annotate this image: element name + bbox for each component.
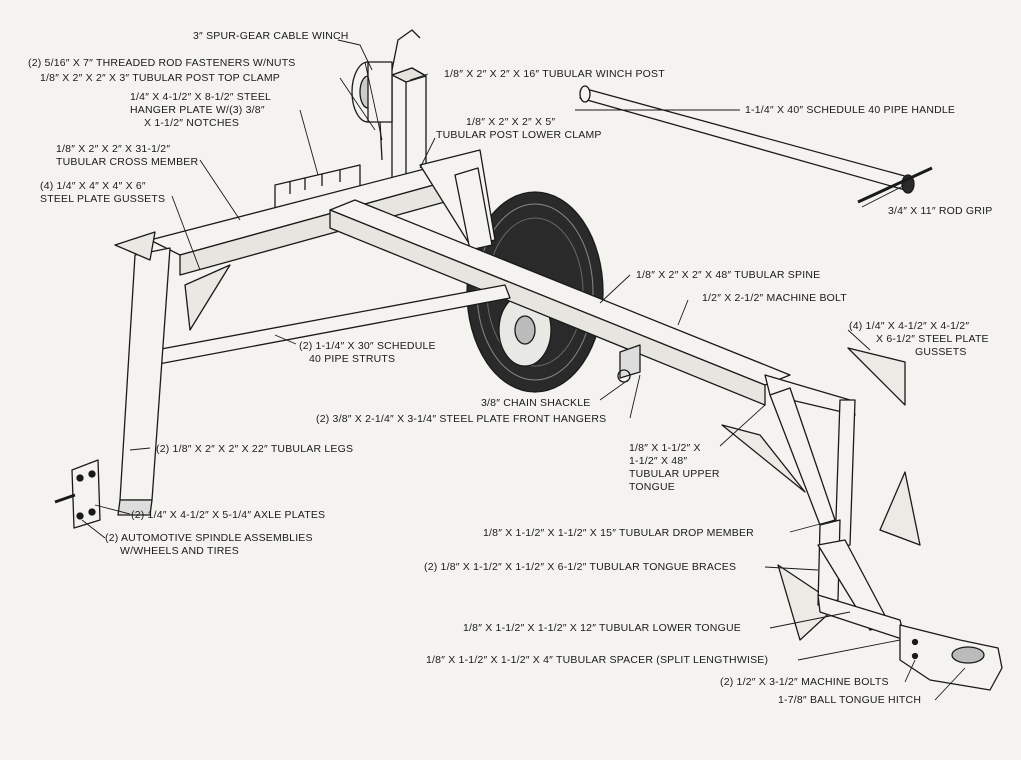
leader-lines — [81, 39, 966, 701]
label-lower-clamp-1: 1/8″ X 2″ X 2″ X 5″ — [466, 116, 556, 128]
rear-gussets — [114, 231, 231, 331]
label-upper-tongue-1: 1/8″ X 1-1/2″ X — [629, 442, 701, 454]
label-hanger-plate-2: HANGER PLATE W/(3) 3/8″ — [130, 104, 265, 116]
ball-tongue-hitch — [899, 624, 1003, 691]
label-cross-member-2: TUBULAR CROSS MEMBER — [56, 156, 199, 168]
label-lower-clamp-2: TUBULAR POST LOWER CLAMP — [436, 129, 602, 141]
label-pipe-handle: 1-1/4″ X 40″ SCHEDULE 40 PIPE HANDLE — [745, 104, 956, 116]
label-gussets-front-1: (4) 1/4″ X 4-1/2″ X 4-1/2″ — [849, 320, 970, 332]
label-upper-tongue-2: 1-1/2″ X 48″ — [629, 455, 688, 467]
label-front-hangers: (2) 3/8″ X 2-1/4″ X 3-1/4″ STEEL PLATE F… — [316, 413, 607, 425]
label-tongue-braces: (2) 1/8″ X 1-1/2″ X 1-1/2″ X 6-1/2″ TUBU… — [424, 561, 737, 573]
label-upper-tongue-4: TONGUE — [629, 481, 675, 493]
label-hanger-plate-1: 1/4″ X 4-1/2″ X 8-1/2″ STEEL — [130, 91, 272, 103]
label-lower-tongue: 1/8″ X 1-1/2″ X 1-1/2″ X 12″ TUBULAR LOW… — [463, 622, 741, 634]
label-rod-grip: 3/4″ X 11″ ROD GRIP — [888, 205, 993, 217]
label-spindle-1: (2) AUTOMOTIVE SPINDLE ASSEMBLIES — [105, 532, 313, 544]
label-machine-bolt: 1/2″ X 2-1/2″ MACHINE BOLT — [702, 292, 847, 304]
label-spine: 1/8″ X 2″ X 2″ X 48″ TUBULAR SPINE — [636, 269, 821, 281]
label-axle-plates: (2) 1/4″ X 4-1/2″ X 5-1/4″ AXLE PLATES — [131, 509, 326, 521]
front-hanger — [619, 344, 641, 379]
label-gussets-front-3: GUSSETS — [915, 346, 967, 358]
label-top-clamp: 1/8″ X 2″ X 2″ X 3″ TUBULAR POST TOP CLA… — [40, 72, 280, 84]
label-spindle-2: W/WHEELS AND TIRES — [120, 545, 239, 557]
label-cross-member-1: 1/8″ X 2″ X 2″ X 31-1/2″ — [56, 143, 171, 155]
label-threaded-rod: (2) 5/16″ X 7″ THREADED ROD FASTENERS W/… — [28, 57, 296, 69]
cable-winch — [351, 29, 421, 161]
label-pipe-struts-2: 40 PIPE STRUTS — [309, 353, 396, 365]
axle-assembly — [54, 459, 101, 529]
label-pipe-struts-1: (2) 1-1/4″ X 30″ SCHEDULE — [299, 340, 436, 352]
label-gussets-front-2: X 6-1/2″ STEEL PLATE — [876, 333, 989, 345]
label-tubular-legs: (2) 1/8″ X 2″ X 2″ X 22″ TUBULAR LEGS — [156, 443, 354, 455]
pipe-handle — [579, 85, 933, 204]
label-upper-tongue-3: TUBULAR UPPER — [629, 468, 720, 480]
label-gussets-rear-1: (4) 1/4″ X 4″ X 4″ X 6″ — [40, 180, 146, 192]
label-ball-hitch: 1-7/8″ BALL TONGUE HITCH — [778, 694, 922, 706]
label-gussets-rear-2: STEEL PLATE GUSSETS — [40, 193, 166, 205]
label-winch-post: 1/8″ X 2″ X 2″ X 16″ TUBULAR WINCH POST — [444, 68, 665, 80]
lower-tongue-assembly — [817, 519, 906, 641]
label-cable-winch: 3″ SPUR-GEAR CABLE WINCH — [193, 30, 349, 42]
label-chain-shackle: 3/8″ CHAIN SHACKLE — [481, 397, 591, 409]
label-hanger-plate-3: X 1-1/2″ NOTCHES — [144, 117, 240, 129]
front-gussets — [721, 347, 921, 641]
label-drop-member: 1/8″ X 1-1/2″ X 1-1/2″ X 15″ TUBULAR DRO… — [483, 527, 754, 539]
label-machine-bolts: (2) 1/2″ X 3-1/2″ MACHINE BOLTS — [720, 676, 889, 688]
label-spacer: 1/8″ X 1-1/2″ X 1-1/2″ X 4″ TUBULAR SPAC… — [426, 654, 769, 666]
tubular-leg — [117, 247, 171, 516]
